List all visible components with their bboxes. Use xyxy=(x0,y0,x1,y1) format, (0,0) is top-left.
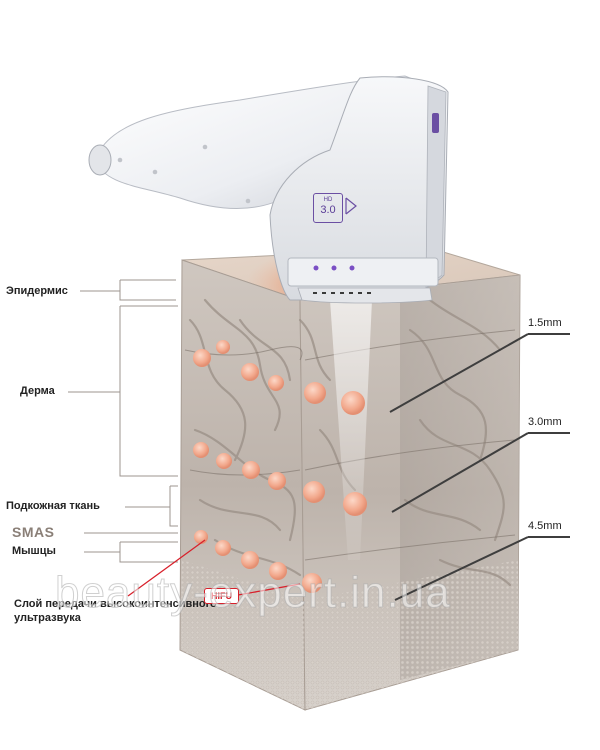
depth-label-1: 1.5mm xyxy=(528,317,562,329)
depth-label-2: 3.0mm xyxy=(528,416,562,428)
device-version-badge: HD 3.0 xyxy=(313,193,343,223)
label-subcutaneous: Подкожная ткань xyxy=(6,500,100,512)
hifu-handpiece xyxy=(88,75,449,304)
hifu-tag: HIFU xyxy=(204,588,239,604)
label-muscles: Мышцы xyxy=(12,545,56,557)
label-hifu-layer-line1: Слой передачи высокоинтенсивного xyxy=(14,598,217,610)
depth-label-3: 4.5mm xyxy=(528,520,562,532)
label-dermis: Дерма xyxy=(20,385,55,397)
focal-points xyxy=(193,340,367,593)
badge-version-label: 3.0 xyxy=(320,204,336,216)
label-hifu-layer-line2: ультразвука xyxy=(14,612,81,624)
label-epidermis: Эпидермис xyxy=(6,285,68,297)
badge-hd-label: HD xyxy=(323,197,333,203)
watermark-text: beauty-expert.in.ua xyxy=(55,568,451,618)
label-smas: SMAS xyxy=(12,524,55,540)
